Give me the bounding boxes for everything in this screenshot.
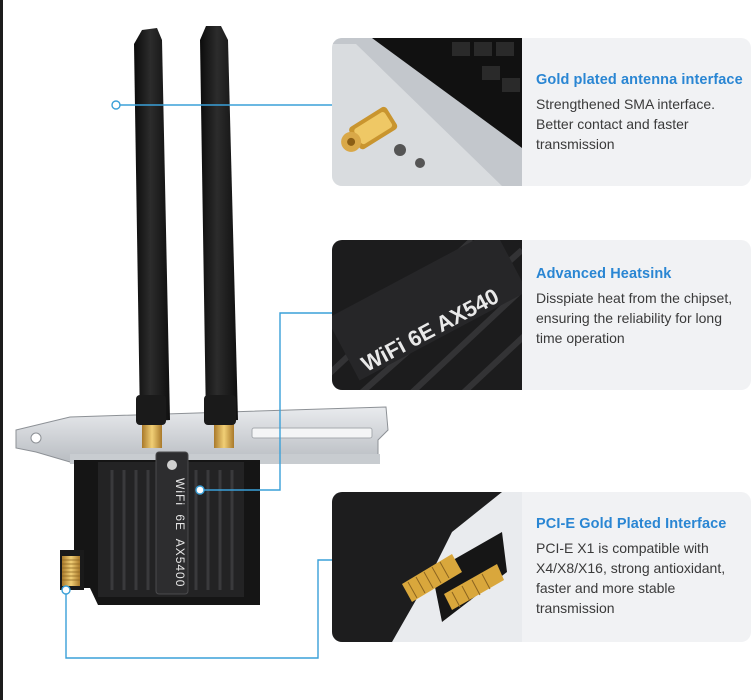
pcie-gold-fingers-thumb-icon (402, 554, 504, 610)
pcie-interface-thumbnail (332, 492, 522, 642)
sma-connectors (142, 422, 234, 448)
feature-card-antenna: Gold plated antenna interface Strengthen… (332, 38, 751, 186)
antenna-right (200, 26, 238, 425)
heatsink-model-label: WiFi 6E AX5400 (173, 478, 187, 587)
sma-gold-connector-icon (341, 106, 398, 152)
feature-card-heatsink: WiFi 6E AX540 Advanced Heatsink Disspiat… (332, 240, 751, 390)
antenna-left (134, 28, 170, 425)
feature-desc-heatsink: Disspiate heat from the chipset, ensurin… (536, 290, 733, 346)
badge-6e: 6E (173, 514, 187, 531)
feature-desc-pcie: PCI-E X1 is compatible with X4/X8/X16, s… (536, 540, 726, 616)
feature-title-pcie: PCI-E Gold Plated Interface (536, 516, 727, 532)
feature-title-heatsink: Advanced Heatsink (536, 266, 672, 282)
callout-dot-pcie (61, 585, 71, 595)
left-border (0, 0, 3, 700)
callout-lines (65, 104, 334, 659)
pcie-gold-fingers-icon (62, 556, 80, 586)
callout-dot-antenna (111, 100, 121, 110)
badge-model: AX5400 (173, 539, 187, 588)
antenna-interface-thumbnail (332, 38, 522, 186)
badge-wifi: WiFi (173, 478, 187, 506)
feature-card-pcie: PCI-E Gold Plated Interface PCI-E X1 is … (332, 492, 751, 642)
pci-bracket (15, 406, 389, 464)
heatsink (98, 451, 244, 597)
heatsink-thumbnail: WiFi 6E AX540 (332, 240, 522, 390)
feature-desc-antenna: Strengthened SMA interface. Better conta… (536, 96, 715, 152)
feature-title-antenna: Gold plated antenna interface (536, 72, 743, 88)
callout-dot-heatsink (195, 485, 205, 495)
